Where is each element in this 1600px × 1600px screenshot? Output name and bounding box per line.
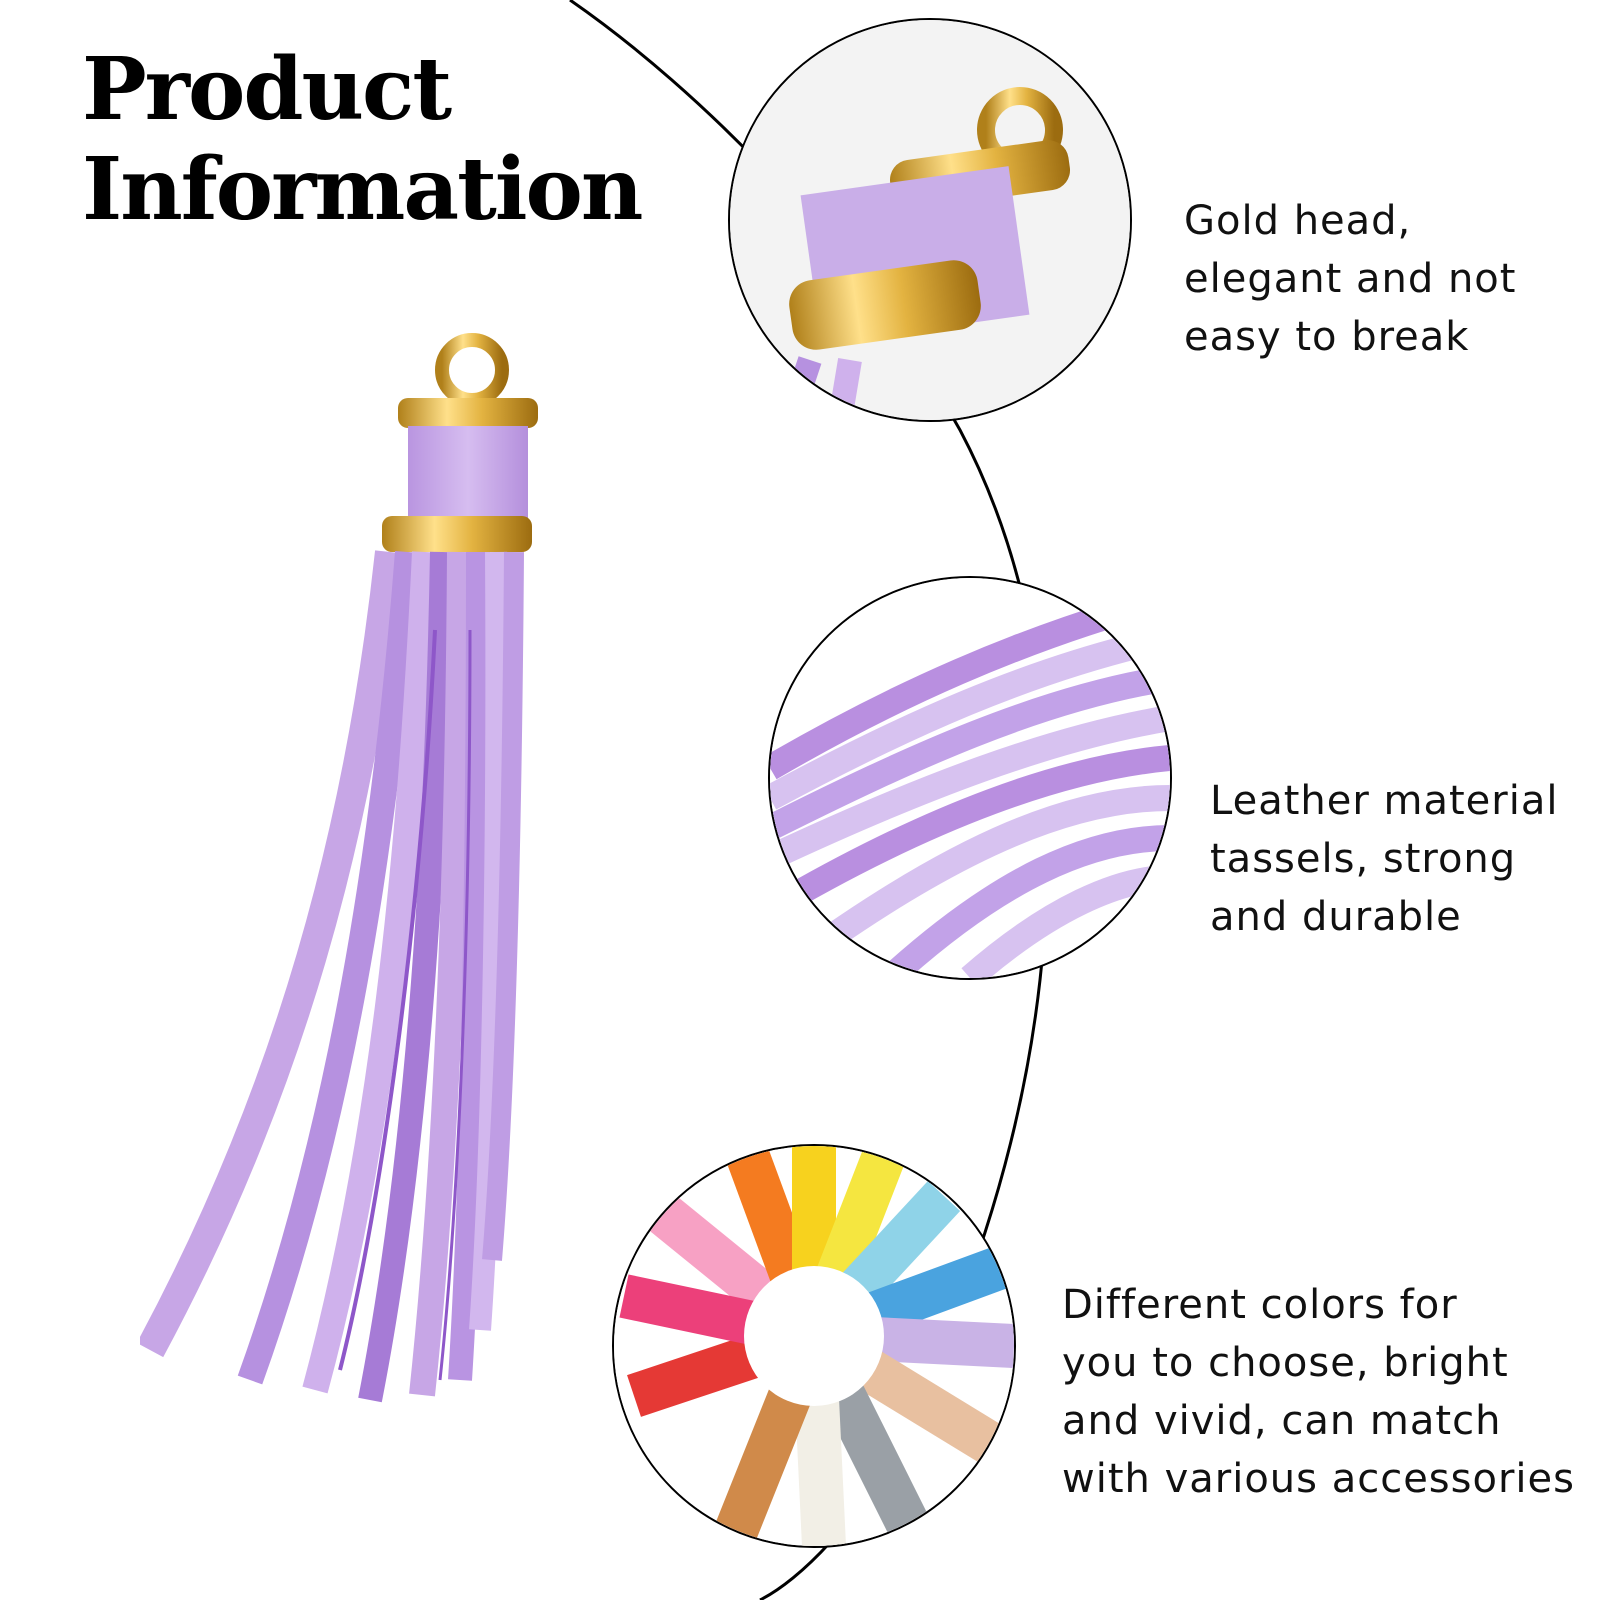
colorful-tassels-image [614,1146,1014,1546]
purple-tassel-illustration [140,333,538,1403]
feature-gold-head-text: Gold head, elegant and not easy to break [1184,192,1516,366]
feature-line: and vivid, can match [1062,1398,1502,1444]
feature-colors-text: Different colors for you to choose, brig… [1062,1276,1575,1508]
title-line-2: Information [82,139,643,240]
feature-line: Leather material [1210,778,1559,824]
colorful-tassels-closeup [612,1144,1016,1548]
feature-leather-text: Leather material tassels, strong and dur… [1210,772,1558,946]
feature-line: you to choose, bright [1062,1340,1509,1386]
gold-head-image [730,20,1130,420]
page-title: Product Information [82,39,643,240]
feature-line: Gold head, [1184,198,1412,244]
feature-line: with various accessories [1062,1456,1575,1502]
feature-line: elegant and not [1184,256,1517,302]
feature-line: tassels, strong [1210,836,1517,882]
leather-strands-closeup [768,576,1172,980]
title-line-1: Product [82,39,452,140]
gold-head-closeup [728,18,1132,422]
leather-strands-image [770,578,1170,978]
feature-line: and durable [1210,894,1462,940]
feature-line: Different colors for [1062,1282,1458,1328]
feature-line: easy to break [1184,314,1470,360]
